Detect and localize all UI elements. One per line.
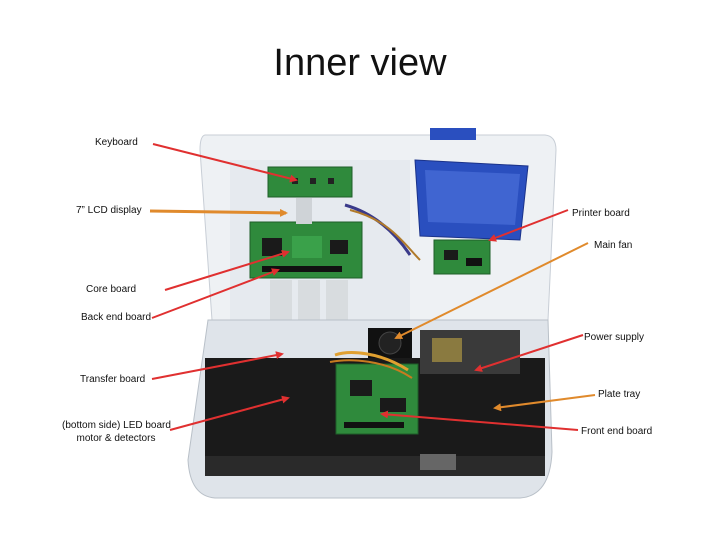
keyboard-board — [267, 166, 353, 198]
arrow-front-end-board — [380, 410, 579, 431]
label-led-board: (bottom side) LED board motor & detector… — [62, 420, 171, 445]
label-back-end-board: Back end board — [81, 312, 152, 323]
label-led-board-line2: motor & detectors — [76, 432, 156, 444]
core-board — [249, 221, 363, 279]
arrow-led-board — [169, 395, 290, 431]
arrow-main-fan — [394, 242, 589, 339]
label-transfer-board: Transfer board — [80, 374, 146, 385]
front-end-board — [335, 363, 419, 435]
arrow-core-board — [164, 249, 290, 291]
arrow-transfer-board — [151, 351, 284, 380]
arrow-backend-board — [151, 268, 280, 319]
power-supply — [420, 330, 520, 374]
arrow-lcd — [149, 208, 288, 217]
label-main-fan: Main fan — [594, 240, 633, 251]
label-power-supply: Power supply — [584, 332, 645, 343]
label-front-end-board: Front end board — [581, 426, 653, 437]
label-plate-tray: Plate tray — [598, 389, 641, 400]
label-led-board-line1: (bottom side) LED board — [62, 420, 171, 431]
label-keyboard: Keyboard — [95, 137, 138, 148]
label-lcd-display: 7” LCD display — [76, 205, 142, 216]
label-core-board: Core board — [86, 284, 137, 295]
arrow-keyboard — [152, 143, 298, 183]
arrow-printer-board — [488, 209, 569, 242]
page-title: Inner view — [273, 42, 447, 84]
label-printer-board: Printer board — [572, 208, 630, 219]
arrow-power-supply — [474, 334, 584, 372]
arrow-plate-tray — [493, 394, 596, 412]
printer-board — [433, 239, 491, 275]
